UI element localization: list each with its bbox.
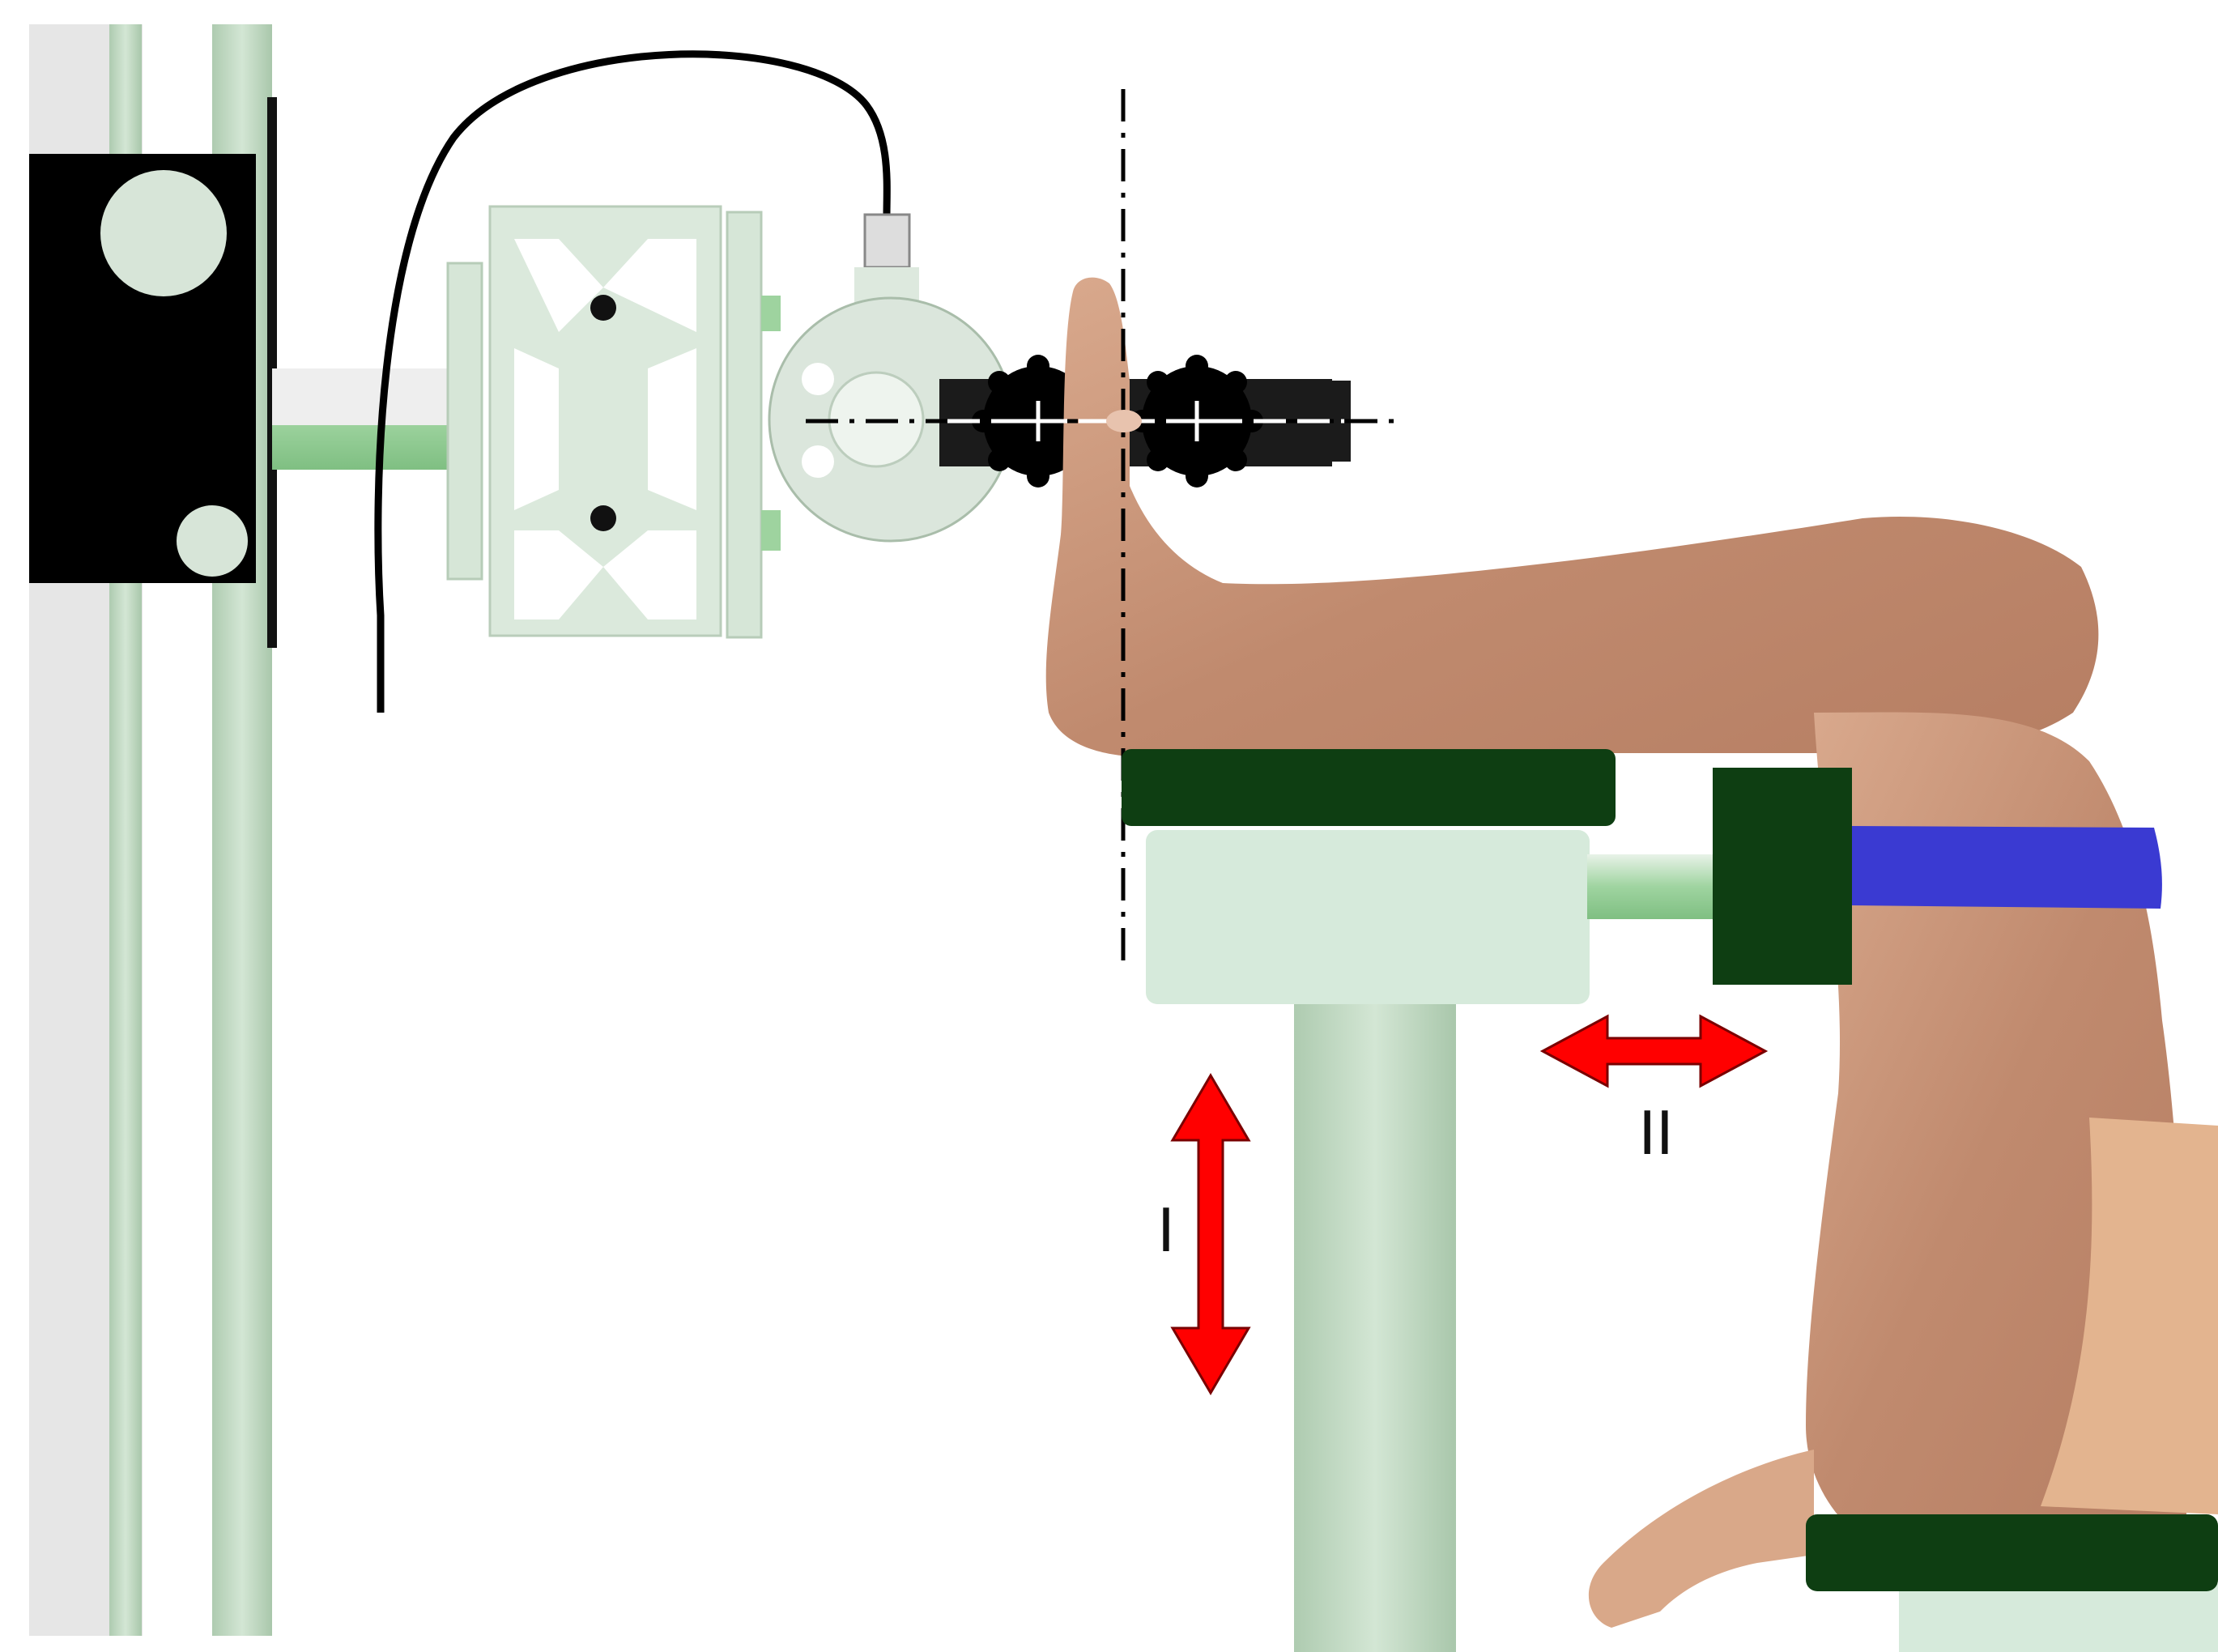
label-horizontal-adjustment: II <box>1638 1096 1673 1168</box>
support-block <box>1146 830 1590 1004</box>
seat-cushion <box>2041 1118 2218 1514</box>
axis-crosshair-right <box>1177 401 1217 441</box>
bracket-plate-left <box>446 262 483 581</box>
horizontal-double-arrow-icon <box>1539 1014 1769 1088</box>
hand <box>1588 1450 1814 1628</box>
sensor-connector <box>863 213 911 269</box>
leg-support <box>1122 749 2162 1652</box>
slider-block <box>29 154 256 583</box>
thigh-clamp-block <box>1713 768 1852 985</box>
slider-knob-lower <box>177 505 248 577</box>
seat-base <box>1899 1583 2218 1652</box>
bracket-bolt-lower <box>761 510 781 551</box>
bracket-cutout-1 <box>514 239 603 332</box>
lower-leg-and-foot <box>1045 277 2099 759</box>
support-pad <box>1122 749 1616 826</box>
label-vertical-adjustment: I <box>1157 1194 1175 1265</box>
slide-rod <box>1587 854 1717 919</box>
slider-knob-upper <box>100 170 227 296</box>
force-sensor <box>768 213 1014 543</box>
vertical-double-arrow-icon <box>1170 1073 1251 1395</box>
bracket-cutout-3 <box>514 348 559 510</box>
bracket-hole-upper <box>590 295 616 321</box>
thigh-strap <box>1852 826 2162 909</box>
bracket-cutout-6 <box>603 530 696 620</box>
bracket-hole-lower <box>590 505 616 531</box>
bracket-cutout-5 <box>514 530 603 620</box>
axis-crosshair-left <box>1018 401 1058 441</box>
sensor-bolt-hole-1 <box>802 363 834 395</box>
bracket-cutout-4 <box>648 348 696 510</box>
bracket-cutout-2 <box>603 239 696 332</box>
support-pillar <box>1294 996 1456 1652</box>
support-rod-top <box>272 368 454 425</box>
sensor-bolt-hole-2 <box>802 445 834 478</box>
bracket-plate-right <box>726 211 763 639</box>
human-leg <box>1045 277 2218 1628</box>
seat-support <box>1806 1514 2218 1652</box>
bracket-bolt-upper <box>761 296 781 331</box>
sensor-cable <box>374 50 891 713</box>
seat-pad <box>1806 1514 2218 1591</box>
mounting-bracket <box>446 205 781 639</box>
ankle-marker <box>1106 410 1142 432</box>
